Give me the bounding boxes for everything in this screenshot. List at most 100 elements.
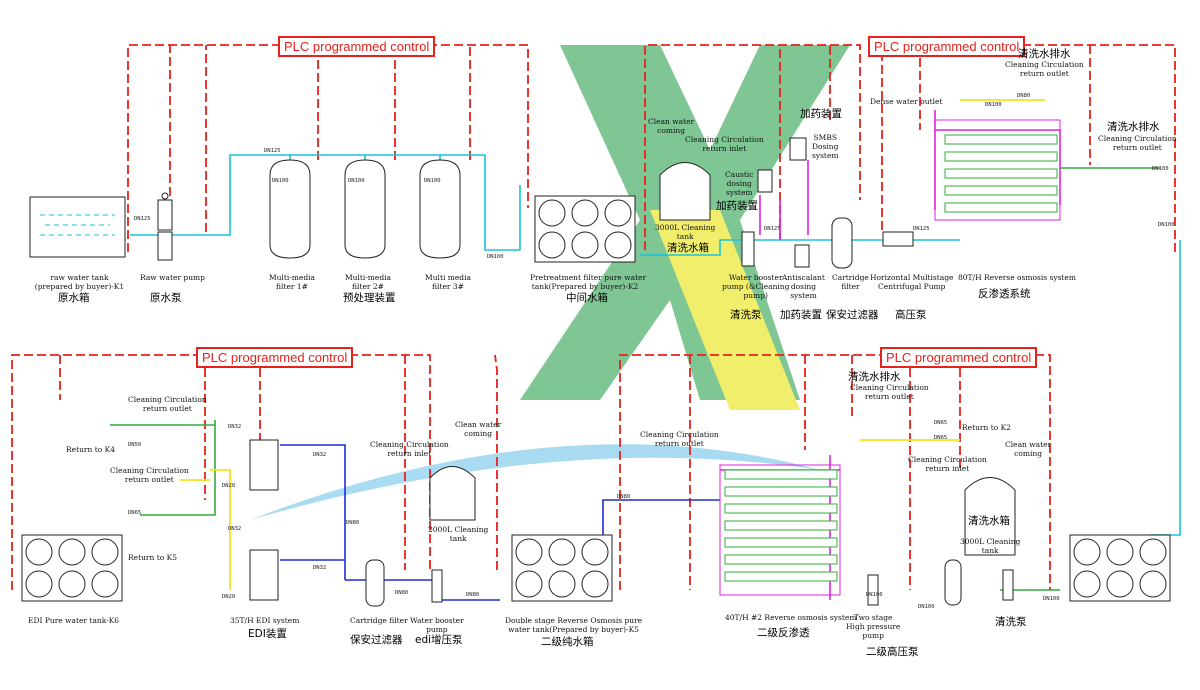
raw-tank-cn: 原水箱 — [58, 292, 90, 304]
clean-tank-1-cn: 清洗水箱 — [667, 242, 709, 254]
tag-dn80-c: DN80 — [395, 590, 409, 596]
ro2-tank — [511, 534, 613, 602]
booster-cn: 清洗泵 — [730, 309, 762, 321]
ro2-cn: 二级反渗透 — [757, 627, 810, 639]
antiscalant-label: Antiscalant dosing system — [782, 273, 825, 300]
wash-drain-cn-3: 清洗水排水 — [848, 371, 901, 383]
tag-dn100-h: DN100 — [866, 592, 883, 598]
tag-dn65-a: DN65 — [128, 510, 142, 516]
edi-modules — [249, 439, 279, 601]
clean-water-coming-3: Clean water coming — [1005, 440, 1052, 458]
raw-tank-label: raw water tank (prepared by buyer)-K1 — [34, 273, 125, 291]
return-k4: Return to K4 — [66, 445, 116, 454]
ro2-tank-cn: 二级纯水箱 — [541, 636, 594, 648]
tag-dn100-d: DN100 — [487, 254, 504, 260]
clean-circ-outlet-3: Cleaning Circulation return outlet — [128, 395, 207, 413]
raw-pump-cn: 原水泵 — [150, 292, 182, 304]
tag-dn50-a: DN50 — [128, 442, 142, 448]
clean-circ-outlet-6: Cleaning Circulation return outlet — [850, 383, 929, 401]
cleaning-tank-2 — [429, 466, 476, 521]
clean-tank-3-label: 3000L Cleaning tank — [960, 537, 1021, 555]
clean-circ-outlet-4: Cleaning Circulation return outlet — [110, 466, 189, 484]
tag-dn80-d: DN80 — [466, 592, 480, 598]
clean-tank-1-label: 3000L Cleaning tank — [655, 223, 716, 241]
clean-circ-outlet-2: Cleaning Circulation return outlet — [1098, 134, 1177, 152]
tag-dn65-c: DN65 — [934, 435, 948, 441]
booster-and-cartridge — [741, 217, 914, 269]
tag-dn80-a: DN80 — [1017, 93, 1031, 99]
tag-dn80-b: DN80 — [346, 520, 360, 526]
ro1-cn: 反渗透系统 — [978, 288, 1031, 300]
tag-dn65-b: DN65 — [934, 420, 948, 426]
booster-label: Water booster pump (&Cleaning pump) — [722, 273, 790, 300]
tag-dn100-j: DN100 — [1043, 596, 1060, 602]
edi-booster-label: Water booster pump — [410, 616, 464, 634]
cartridge2-label: Cartridge filter — [350, 616, 408, 625]
tag-dn100-f: DN100 — [985, 102, 1002, 108]
wash-drain-cn-2: 清洗水排水 — [1107, 121, 1160, 133]
dosing-tanks — [757, 137, 810, 268]
ro2-tank-label: Double stage Reverse Osmosis pure water … — [505, 616, 643, 634]
tag-dn125-d: DN125 — [913, 226, 930, 232]
dense-outlet: Dense water outlet — [870, 97, 943, 106]
clean-water-coming-2: Clean water coming — [455, 420, 502, 438]
edi-tank-label: EDI Pure water tank-K6 — [28, 616, 120, 625]
hp-pump-label: Horizontal Multistage Centrifugal Pump — [870, 273, 954, 291]
pretank-label: Pretreatment filter pure water tank(Prep… — [530, 273, 647, 291]
raw-pump — [157, 192, 173, 261]
edi-booster-cn: edi增压泵 — [415, 634, 463, 646]
smbs-label: SMBS Dosing system — [812, 133, 839, 160]
tag-dn20-a: DN20 — [222, 483, 236, 489]
tag-dn100-g: DN100 — [1152, 166, 1169, 172]
pretank-cn: 中间水箱 — [566, 292, 608, 304]
clean-circ-outlet-5: Cleaning Circulation return outlet — [640, 430, 719, 448]
pretreat-tank — [534, 195, 636, 263]
mm1-label: Multi-media filter 1# — [268, 273, 316, 291]
tag-dn80-e: DN80 — [617, 494, 631, 500]
mm2-label: Multi-media filter 2# — [344, 273, 392, 291]
cartridge1-cn: 保安过滤器 — [826, 309, 879, 321]
clean-circ-inlet-3: Cleaning Circulation return inlet — [908, 455, 987, 473]
clean-circ-outlet: Cleaning Circulation return outlet — [1005, 60, 1084, 78]
plc-box-top-right: PLC programmed control — [868, 36, 1026, 57]
tag-dn32-c: DN32 — [313, 452, 327, 458]
tag-dn100-b: DN100 — [348, 178, 365, 184]
pretreat-cn: 预处理装置 — [343, 292, 396, 304]
raw-water-tank — [29, 196, 126, 258]
tag-dn125-b: DN125 — [264, 148, 281, 154]
clean-circ-inlet-1: Cleaning Circulation return inlet — [685, 135, 764, 153]
tag-dn20-b: DN20 — [222, 594, 236, 600]
cartridge2-cn: 保安过滤器 — [350, 634, 403, 646]
clean-tank-2-label: 2000L Cleaning tank — [428, 525, 489, 543]
plc-box-top-left: PLC programmed control — [278, 36, 436, 57]
tag-dn100-a: DN100 — [272, 178, 289, 184]
ro2-label: 40T/H #2 Reverse osmosis system — [725, 613, 857, 622]
tag-dn125-c: DN125 — [764, 226, 781, 232]
ro1-label: 80T/H Reverse osmosis system — [958, 273, 1076, 282]
clean-tank-3-cn: 清洗水箱 — [968, 515, 1010, 527]
plc-box-bottom-right: PLC programmed control — [880, 347, 1038, 368]
ro-system-2 — [719, 464, 841, 596]
wash-drain-cn: 清洗水排水 — [1018, 48, 1071, 60]
tag-dn32-b: DN32 — [228, 526, 242, 532]
multimedia-filters — [269, 159, 461, 259]
clean-circ-inlet-2: Cleaning Circulation return inlet — [370, 440, 449, 458]
raw-pump-label: Raw water pump — [140, 273, 205, 282]
hp-pump-cn: 高压泵 — [895, 309, 927, 321]
plc-box-bottom-left: PLC programmed control — [196, 347, 354, 368]
dosing-cn-1: 加药装置 — [716, 200, 758, 212]
tag-dn32-a: DN32 — [228, 424, 242, 430]
watermark-logo — [250, 45, 850, 520]
two-stage-hp-pump — [867, 574, 879, 606]
return-k2: Return to K2 — [962, 423, 1012, 432]
lower-cartridge — [365, 559, 443, 607]
dosing-cn-top: 加药装置 — [800, 108, 842, 120]
tag-dn100-c: DN100 — [424, 178, 441, 184]
final-tank — [1069, 534, 1171, 602]
cleaning-tank-3 — [944, 477, 1016, 606]
clean-water-coming-1: Clean water coming — [648, 117, 695, 135]
dosing-cn-2: 加药装置 — [780, 309, 822, 321]
mm3-label: Multi media filter 3# — [425, 273, 471, 291]
